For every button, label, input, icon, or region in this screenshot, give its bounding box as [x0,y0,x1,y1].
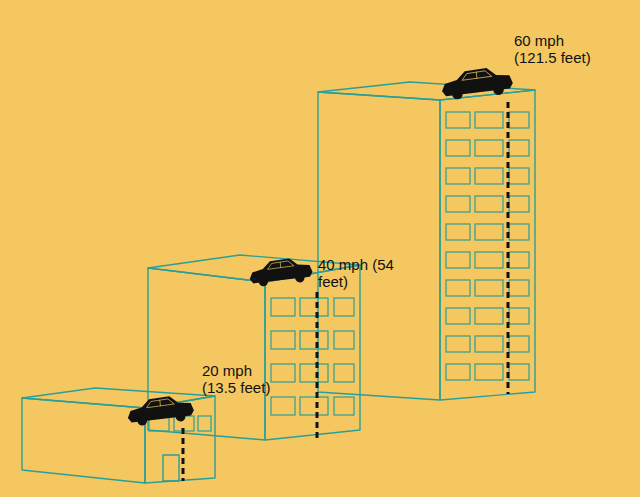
window [271,331,295,349]
drop-line [182,428,185,481]
window [509,196,529,212]
window [509,224,529,240]
speed-label: 40 mph (54 feet) [318,256,398,291]
window [334,364,354,382]
window [300,298,328,316]
window [509,168,529,184]
car [248,256,313,287]
window [446,280,470,296]
window [446,364,470,380]
window [475,224,503,240]
drop-line [507,102,510,394]
window [334,331,354,349]
building-tall-front [440,90,535,400]
car [126,394,195,427]
window [509,140,529,156]
door [163,455,179,481]
window [334,298,354,316]
window [475,336,503,352]
window [475,168,503,184]
window [446,168,470,184]
drop-line [316,292,319,438]
speed-label: 60 mph (121.5 feet) [514,32,610,67]
window [509,252,529,268]
window [509,336,529,352]
speed-label: 20 mph (13.5 feet) [202,362,290,397]
window [446,336,470,352]
window [300,364,328,382]
window [475,140,503,156]
window [300,397,328,415]
window [509,280,529,296]
window [446,112,470,128]
window [446,140,470,156]
window [475,280,503,296]
window [475,252,503,268]
window [475,308,503,324]
window [509,112,529,128]
window [271,298,295,316]
window [271,397,295,415]
window [334,397,354,415]
window [475,364,503,380]
building-small [22,398,145,483]
window [509,364,529,380]
building-medium-front [265,265,360,440]
window [446,224,470,240]
window [446,308,470,324]
window [446,196,470,212]
window [475,112,503,128]
window [198,416,211,431]
building-tall [318,92,440,400]
window [509,308,529,324]
car [440,65,514,100]
window [300,331,328,349]
window [475,196,503,212]
window [271,364,295,382]
window [446,252,470,268]
